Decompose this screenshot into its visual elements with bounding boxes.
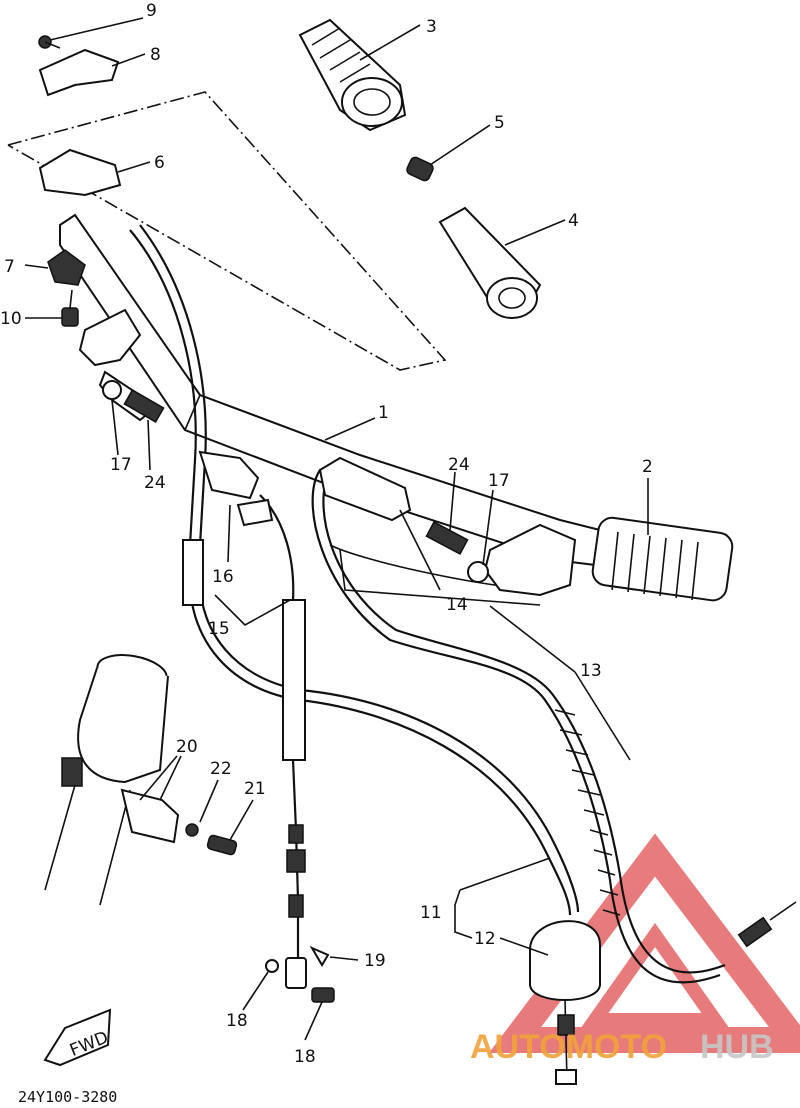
screw-9	[38, 35, 61, 49]
fwd-arrow-sign: FWD	[43, 1008, 111, 1067]
cable-junction	[529, 920, 601, 1085]
grip-kit-grip	[298, 18, 407, 132]
watermark-text-hub: HUB	[700, 1028, 774, 1066]
callout-23: 22	[210, 759, 232, 779]
switch-assy	[47, 249, 86, 286]
cable-sleeve	[182, 539, 204, 606]
screw-22	[206, 834, 238, 856]
washer-23	[185, 823, 199, 837]
callout-4: 4	[568, 211, 579, 231]
callout-17-right: 17	[488, 471, 510, 491]
pin-18	[311, 987, 335, 1003]
spring-coil	[554, 709, 621, 916]
watermark-text: AUTOMOTO HUB	[470, 1028, 774, 1066]
grip-bolt	[406, 156, 434, 182]
callout-7: 7	[4, 257, 15, 277]
callout-21: 20	[176, 737, 198, 757]
callout-20: 19	[364, 951, 386, 971]
callout-24-left: 24	[144, 473, 166, 493]
callout-5: 5	[494, 113, 505, 133]
bolt-10	[61, 289, 79, 327]
group-outline-grip	[7, 91, 447, 371]
cable-guide-sleeve	[318, 456, 412, 522]
callout-6: 6	[154, 153, 165, 173]
callout-24-right: 24	[448, 455, 470, 475]
throttle-cable-a	[259, 494, 300, 960]
throttle-sleeve	[438, 206, 542, 319]
callout-2: 2	[642, 457, 653, 477]
callout-16: 16	[212, 567, 234, 587]
callout-14: 14	[446, 595, 468, 615]
callout-12: 12	[474, 929, 496, 949]
cable-tube	[282, 599, 306, 761]
callout-18: 18	[294, 1047, 316, 1067]
callout-17-left: 17	[110, 455, 132, 475]
cable-end-adjuster	[737, 901, 797, 948]
throttle-cable-b	[311, 469, 721, 984]
clutch-cable	[129, 229, 572, 916]
cable-adjuster-right	[425, 521, 489, 583]
lever-cover	[198, 450, 274, 527]
callout-1: 1	[378, 403, 389, 423]
right-grip	[591, 516, 734, 602]
holder-21	[61, 757, 180, 844]
clip-20	[309, 945, 330, 967]
diagram-code: 24Y100-3280	[18, 1088, 117, 1106]
watermark-text-automoto: AUTOMOTO	[470, 1028, 667, 1066]
callout-11: 11	[420, 903, 442, 923]
throttle-housing-body	[44, 654, 169, 906]
callout-9: 9	[146, 1, 157, 21]
callout-8: 8	[150, 45, 161, 65]
cable-bracket	[38, 148, 122, 197]
callout-3: 3	[426, 17, 437, 37]
callout-15: 15	[208, 619, 230, 639]
callout-13: 13	[580, 661, 602, 681]
callout-19: 18	[226, 1011, 248, 1031]
clamp	[38, 48, 120, 97]
callout-10: 10	[0, 309, 22, 329]
washer-19	[265, 959, 279, 973]
leader-lines	[24, 17, 649, 1041]
callout-22: 21	[244, 779, 266, 799]
cable-adjuster-bottom	[285, 824, 307, 989]
cable-adjuster-left	[102, 380, 165, 423]
callout-numbers: 9 8 3 5 4 6 7 10 1 2 17 24 24 17 14 16 1…	[0, 1, 653, 1067]
